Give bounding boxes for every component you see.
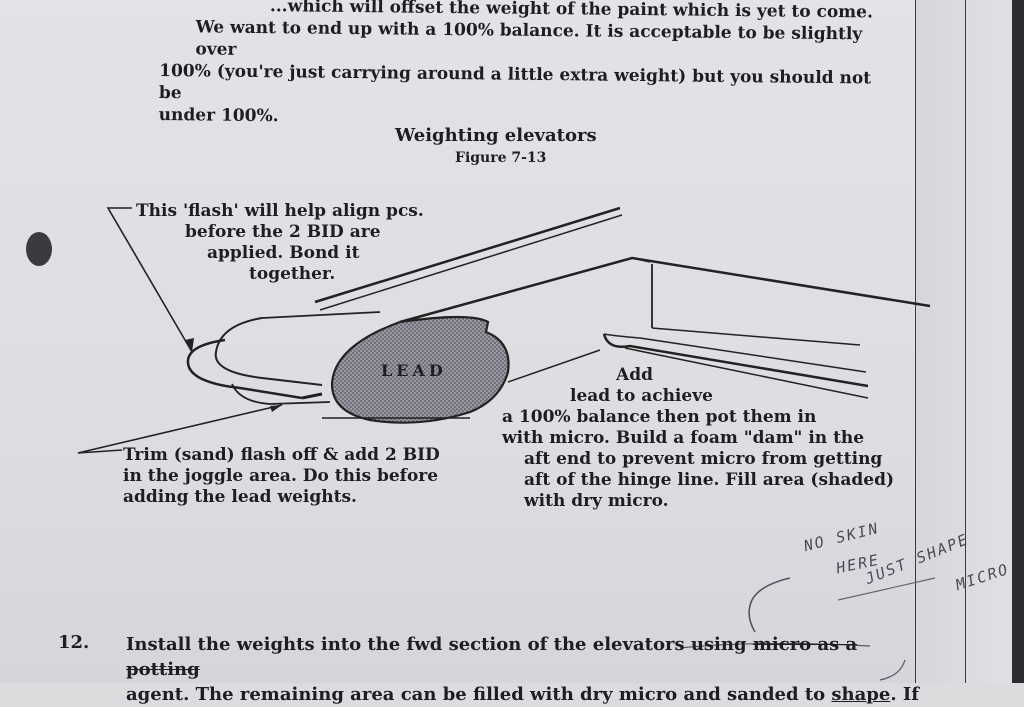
upper-skin-line [319, 214, 623, 311]
leader-flash-arrow [185, 338, 194, 352]
pencil-underline [837, 577, 936, 601]
leader-trim-arrow [270, 405, 282, 412]
binder-ring-hole [26, 232, 52, 266]
elevator-diagram [77, 206, 936, 681]
figure-title: Weighting elevators [395, 125, 597, 146]
callout-flash: This 'flash' will help align pcs. before… [136, 201, 424, 284]
hinge-line [624, 347, 869, 399]
struck-text: micro as a potting [126, 634, 858, 680]
flash-piece [186, 338, 303, 400]
upper-skin-line [399, 256, 931, 324]
figure-number: Figure 7-13 [455, 150, 547, 166]
manual-page [0, 0, 1024, 683]
callout-trim: Trim (sand) flash off & add 2 BID in the… [123, 445, 440, 507]
lower-skin-line [507, 349, 601, 383]
hinge-line [602, 333, 869, 388]
page-margin [915, 0, 1024, 683]
step-number: 12. [58, 632, 90, 653]
underlined-text: shape [831, 684, 891, 705]
hinge-line [651, 327, 861, 346]
leader-flash [106, 207, 193, 353]
step-paragraph: Install the weights into the fwd section… [126, 634, 920, 705]
leader-trim [77, 404, 283, 454]
margin-rule [965, 0, 966, 683]
flash-piece [301, 392, 323, 400]
flash-piece [261, 311, 381, 319]
page-edge-shadow [1012, 0, 1024, 683]
pencil-scribble [879, 659, 906, 681]
upper-skin-line [631, 257, 651, 263]
upper-skin-line [314, 206, 621, 304]
flash-piece [231, 383, 331, 405]
lead-weight [330, 315, 510, 424]
flash-piece [214, 317, 323, 386]
pencil-arc [748, 577, 791, 633]
pencil-scribble [679, 642, 871, 649]
callout-add: Add lead to achieve a 100% balance then … [502, 365, 895, 511]
hinge-line [603, 333, 867, 373]
lead-label: LEAD [381, 361, 447, 380]
